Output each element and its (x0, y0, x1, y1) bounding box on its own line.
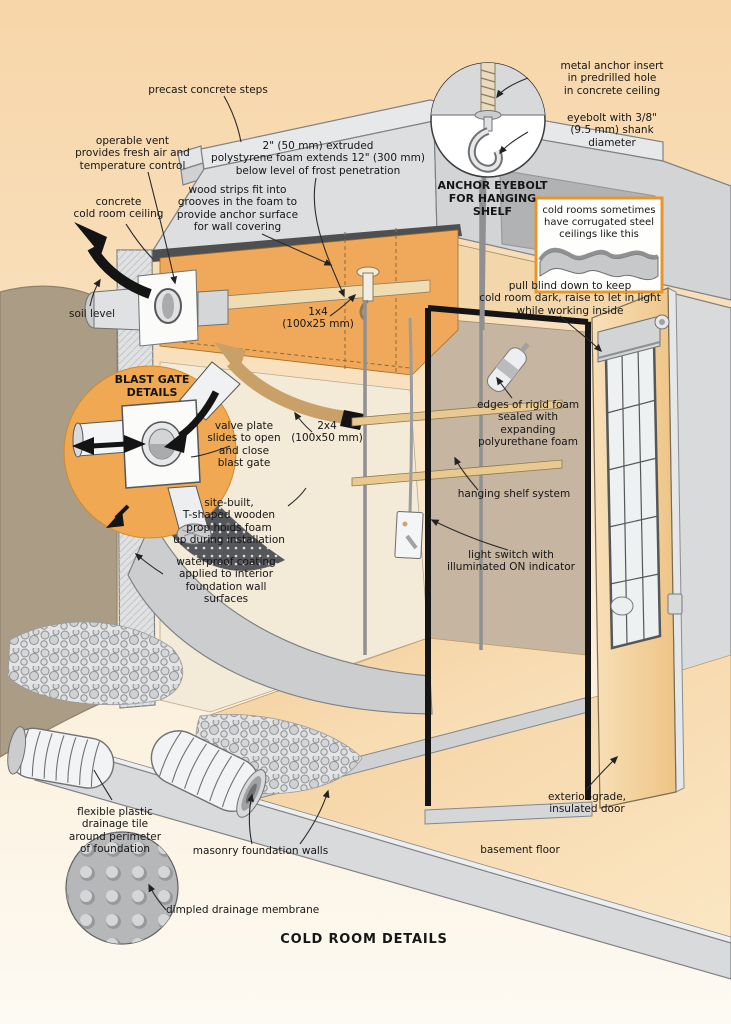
label-pull-blind: pull blind down to keep cold room dark, … (479, 280, 661, 317)
label-metal-anchor-insert: metal anchor insert in predrilled hole i… (560, 60, 664, 97)
label-size-1x4: 1x4 (100x25 mm) (282, 306, 354, 331)
doorknob (610, 596, 634, 616)
label-precast-steps: precast concrete steps (148, 84, 268, 96)
label-basement-floor: basement floor (480, 844, 560, 856)
label-valve-plate: valve plate slides to open and close bla… (207, 420, 281, 470)
conduit (408, 317, 413, 513)
vent-airflow-arrow (74, 222, 152, 299)
airflow-arrow-interior (227, 357, 351, 425)
label-dimpled-membrane: dimpled drainage membrane (166, 904, 320, 916)
label-blast-gate-heading: BLAST GATE DETAILS (114, 373, 190, 399)
drainage-pipe-right (150, 730, 267, 818)
label-wood-strips: wood strips fit into grooves in the foam… (176, 184, 299, 234)
label-eyebolt-shank: eyebolt with 3/8" (9.5 mm) shank diamete… (567, 112, 657, 149)
dimpled-membrane-inset (65, 831, 179, 945)
diagram-title: COLD ROOM DETAILS (280, 932, 448, 947)
label-masonry-walls: masonry foundation walls (192, 845, 329, 857)
leader-lines (89, 77, 619, 911)
blast-gate-inset (63, 361, 241, 545)
label-site-built-prop: site-built, T-shaped wooden prop holds f… (173, 497, 285, 547)
label-light-switch: light switch with illuminated ON indicat… (447, 549, 575, 574)
label-flexible-drainage-tile: flexible plastic drainage tile around pe… (68, 806, 162, 856)
label-operable-vent: operable vent provides fresh air and tem… (75, 135, 190, 172)
operable-vent (84, 269, 229, 347)
label-corrugated-note: cold rooms sometimes have corrugated ste… (542, 205, 656, 240)
label-edges-rigid-foam: edges of rigid foam sealed with expandin… (476, 399, 580, 449)
door-sill (424, 801, 593, 825)
light-switch (394, 510, 424, 560)
roller-blind (597, 314, 670, 363)
label-waterproof-coating: waterproof coating applied to interior f… (176, 556, 276, 606)
anchor-eyebolt-inset (430, 62, 546, 331)
label-size-2x4: 2x4 (100x50 mm) (291, 420, 363, 445)
label-anchor-eyebolt-heading: ANCHOR EYEBOLT FOR HANGING SHELF (437, 179, 548, 218)
label-hanging-shelf: hanging shelf system (457, 488, 571, 500)
corrugated-ceiling-inset (534, 196, 664, 294)
deadbolt (667, 593, 683, 615)
label-soil-level: soil level (68, 308, 116, 320)
label-concrete-ceiling: concrete cold room ceiling (73, 196, 164, 221)
door-assembly (424, 287, 685, 825)
label-exterior-door: exterior-grade, insulated door (547, 791, 627, 816)
drainage-pipe-left (7, 726, 115, 789)
gravel-and-drain-pipes (7, 621, 363, 818)
label-foam-extends: 2" (50 mm) extruded polystyrene foam ext… (211, 140, 425, 177)
door-frame (425, 305, 591, 806)
